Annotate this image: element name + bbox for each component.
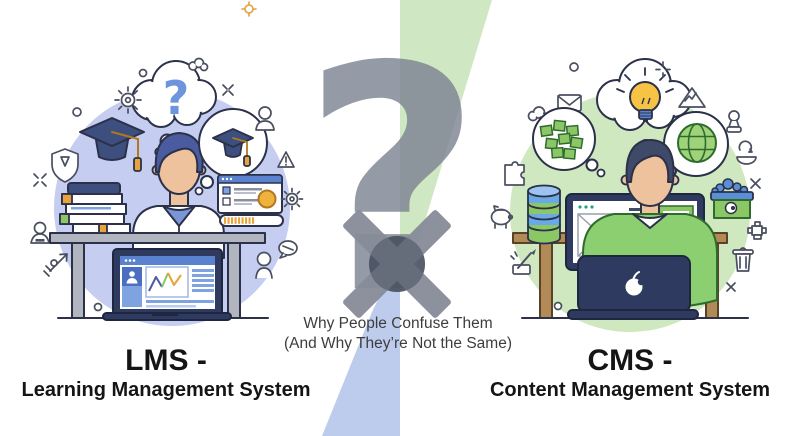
cms-label: CMS - Content Management System	[472, 345, 788, 404]
thought-bubble-question-icon: ?	[131, 60, 217, 157]
sparkle-icon	[655, 61, 671, 78]
books-stack-icon	[59, 182, 131, 234]
database-icon	[527, 184, 561, 245]
caption-line-1: Why People Confuse Them	[303, 315, 493, 332]
cms-illustration	[490, 58, 767, 332]
certificate-checklist-icon	[217, 174, 283, 214]
widget-icon	[747, 221, 767, 240]
gear-icon	[280, 187, 304, 211]
lms-title: LMS -	[125, 344, 207, 377]
graduation-cap-icon	[79, 117, 145, 172]
cross-x-icon	[343, 210, 451, 318]
speech-bubble-content-blocks-icon	[532, 107, 606, 178]
warning-triangle-icon	[277, 151, 295, 168]
lms-illustration: ?	[30, 1, 304, 326]
dot-circle-icon	[553, 301, 563, 311]
dot-circle-icon	[569, 62, 579, 72]
stamp-icon	[726, 110, 742, 133]
spark-dot-icon	[241, 1, 257, 17]
blue-beam	[322, 258, 400, 436]
dot-circle-icon	[93, 302, 103, 312]
lms-label: LMS - Learning Management System	[0, 345, 332, 404]
center-question-graphic: ?	[302, 0, 492, 436]
cms-subtitle: Content Management System	[489, 378, 771, 401]
cms-title: CMS -	[587, 344, 673, 377]
arrow-compass-icon	[43, 253, 68, 277]
user-outline-icon	[255, 251, 273, 279]
bubble-question-mark: ?	[163, 71, 190, 125]
caption-line-2: (And Why They’re Not the Same)	[284, 335, 512, 353]
big-question-mark: ?	[302, 1, 482, 362]
user-icon	[30, 221, 50, 244]
hair	[154, 132, 204, 173]
collar	[162, 205, 196, 227]
trash-icon	[732, 247, 754, 272]
globe-icon	[677, 123, 717, 163]
sparkle-icon	[750, 178, 761, 189]
hair	[625, 139, 675, 183]
sparkle-icon	[33, 173, 47, 187]
sparkle-icon	[222, 84, 234, 96]
user-outline-icon	[255, 106, 275, 131]
flower-icon	[72, 107, 82, 117]
progress-bar-icon	[219, 214, 284, 227]
cloud-puff-icon	[188, 57, 209, 72]
paint-bucket-icon	[710, 178, 754, 219]
lms-subtitle: Learning Management System	[21, 378, 311, 401]
shield-icon	[51, 148, 79, 183]
laptop-icon	[567, 255, 699, 320]
sparkle-icon	[726, 282, 736, 292]
mountain-badge-icon	[678, 87, 706, 108]
lms-desk	[49, 232, 266, 319]
laptop-dashboard-icon	[102, 248, 232, 321]
bowl-icon	[736, 140, 757, 165]
green-beam	[400, 0, 492, 290]
speech-bubble-icon	[278, 240, 298, 259]
speech-bubble-globe-icon	[658, 111, 729, 183]
paintbrush-icon	[510, 249, 536, 275]
center-caption: Why People Confuse Them (And Why They’re…	[278, 314, 518, 355]
dot-circle-icon	[138, 68, 148, 78]
gear-icon	[114, 86, 142, 114]
collar	[632, 213, 668, 229]
puzzle-icon	[504, 161, 525, 186]
piggy-bank-icon	[490, 205, 514, 229]
